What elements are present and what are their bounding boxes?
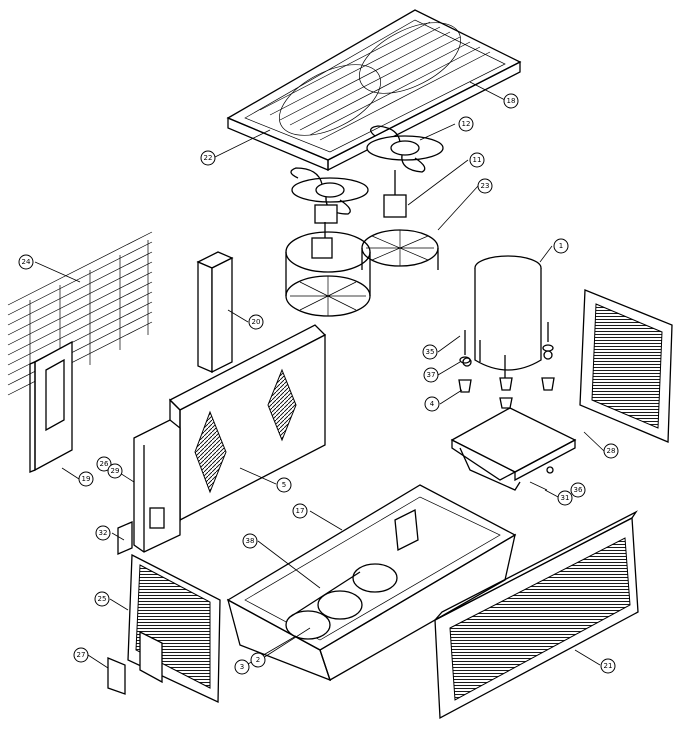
svg-text:20: 20 bbox=[252, 318, 261, 326]
svg-text:18: 18 bbox=[507, 97, 516, 105]
callout-25: 25 bbox=[94, 591, 110, 607]
callout-36: 36 bbox=[570, 482, 586, 498]
svg-text:27: 27 bbox=[77, 651, 86, 659]
svg-text:23: 23 bbox=[481, 182, 490, 190]
callout-32: 32 bbox=[95, 525, 111, 541]
callout-38: 38 bbox=[242, 533, 258, 549]
callout-5: 5 bbox=[276, 477, 292, 493]
callout-18: 18 bbox=[503, 93, 519, 109]
callout-1: 1 bbox=[553, 238, 569, 254]
svg-text:24: 24 bbox=[22, 258, 31, 266]
motor-mounts-part bbox=[285, 229, 439, 317]
svg-text:21: 21 bbox=[604, 662, 613, 670]
callout-2: 2 bbox=[250, 652, 266, 668]
callout-26: 26 bbox=[96, 456, 112, 472]
svg-text:38: 38 bbox=[246, 537, 255, 545]
svg-text:1: 1 bbox=[559, 242, 563, 250]
svg-text:19: 19 bbox=[82, 475, 91, 483]
compressor-part bbox=[462, 255, 553, 385]
svg-text:22: 22 bbox=[204, 154, 213, 162]
callout-12: 12 bbox=[458, 116, 474, 132]
svg-text:36: 36 bbox=[574, 486, 583, 494]
svg-text:17: 17 bbox=[296, 507, 305, 515]
callout-20: 20 bbox=[248, 314, 264, 330]
top-grille-part bbox=[226, 9, 522, 172]
base-plate-part bbox=[450, 407, 577, 491]
fan-motors-part bbox=[311, 170, 407, 259]
callout-19: 19 bbox=[78, 471, 94, 487]
condenser-coil-part bbox=[168, 324, 327, 522]
fan-blades-part bbox=[290, 125, 444, 215]
callout-17: 17 bbox=[292, 503, 308, 519]
svg-text:3: 3 bbox=[240, 663, 244, 671]
svg-text:11: 11 bbox=[473, 156, 482, 164]
callout-3: 3 bbox=[234, 659, 250, 675]
callout-31: 31 bbox=[557, 490, 573, 506]
front-grille-part bbox=[434, 510, 639, 720]
svg-text:35: 35 bbox=[426, 348, 435, 356]
side-bracket-part bbox=[29, 340, 73, 473]
svg-text:37: 37 bbox=[427, 371, 436, 379]
callout-23: 23 bbox=[477, 178, 493, 194]
svg-text:12: 12 bbox=[462, 120, 471, 128]
callout-37: 37 bbox=[423, 367, 439, 383]
svg-text:2: 2 bbox=[256, 656, 260, 664]
callout-35: 35 bbox=[422, 344, 438, 360]
callout-22: 22 bbox=[200, 150, 216, 166]
side-grille-part bbox=[7, 231, 153, 396]
coil-shroud-part bbox=[133, 419, 181, 553]
blower-wheel-part bbox=[285, 563, 398, 640]
mounting-hardware-part bbox=[458, 322, 555, 409]
callout-28: 28 bbox=[603, 443, 619, 459]
baffle-part bbox=[196, 251, 234, 374]
svg-text:32: 32 bbox=[99, 529, 108, 537]
front-side-panel-part bbox=[117, 521, 221, 704]
svg-text:25: 25 bbox=[98, 595, 107, 603]
svg-text:26: 26 bbox=[100, 460, 109, 468]
callout-24: 24 bbox=[18, 254, 34, 270]
callout-11: 11 bbox=[469, 152, 485, 168]
svg-text:5: 5 bbox=[282, 481, 286, 489]
svg-text:31: 31 bbox=[561, 494, 570, 502]
right-panel-part bbox=[579, 289, 673, 443]
callout-4: 4 bbox=[424, 396, 440, 412]
callout-21: 21 bbox=[600, 658, 616, 674]
callout-27: 27 bbox=[73, 647, 89, 663]
callouts: 18 22 12 11 23 1 24 20 35 37 4 28 19 26 … bbox=[18, 93, 619, 675]
control-plate-part bbox=[107, 657, 126, 695]
svg-text:4: 4 bbox=[430, 400, 435, 408]
svg-text:28: 28 bbox=[607, 447, 616, 455]
svg-text:29: 29 bbox=[111, 467, 120, 475]
callout-29: 29 bbox=[107, 463, 123, 479]
